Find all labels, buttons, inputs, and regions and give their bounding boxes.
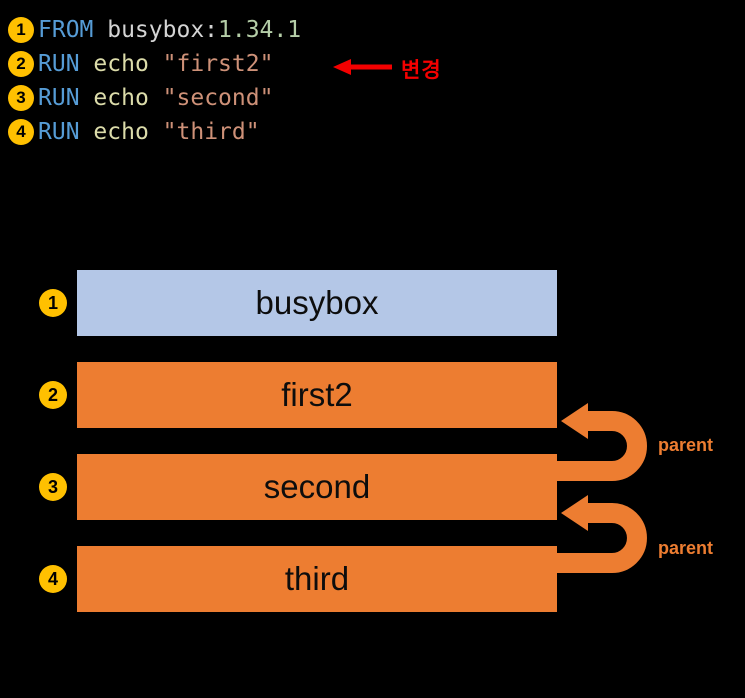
- line-number-badge: 4: [8, 119, 34, 145]
- code-token: "first2": [162, 51, 274, 77]
- code-token: FROM: [38, 17, 94, 43]
- code-text: FROM busybox:1.34.1: [38, 17, 301, 43]
- code-token: 1.34.1: [218, 17, 302, 43]
- code-token: [80, 85, 94, 111]
- code-token: RUN: [38, 85, 80, 111]
- layer-box-label: busybox: [255, 284, 379, 321]
- code-token: "second": [162, 85, 274, 111]
- layer-box-label: third: [284, 560, 350, 597]
- code-token: [149, 85, 163, 111]
- code-text: RUN echo "first2": [38, 51, 273, 77]
- code-token: [80, 119, 94, 145]
- layer-row: 4 third: [0, 546, 745, 612]
- layer-row: 2 first2: [0, 362, 745, 428]
- layer-box-label: second: [263, 468, 371, 505]
- code-token: [149, 119, 163, 145]
- layer-box-first2: first2: [77, 362, 557, 428]
- layer-number-badge: 3: [39, 473, 67, 501]
- code-text: RUN echo "third": [38, 119, 260, 145]
- line-number-badge: 2: [8, 51, 34, 77]
- code-token: [80, 51, 94, 77]
- layer-box-second: second: [77, 454, 557, 520]
- layer-number-badge: 4: [39, 565, 67, 593]
- code-token: echo: [93, 85, 149, 111]
- layer-row: 1 busybox: [0, 270, 745, 336]
- layer-row: 3 second: [0, 454, 745, 520]
- layer-stack: 1 busybox 2 first2 3 second 4 third: [0, 270, 745, 612]
- parent-link-label-1: parent: [658, 435, 714, 455]
- code-token: [149, 51, 163, 77]
- parent-link-label-2: parent: [658, 538, 714, 558]
- layer-box-busybox: busybox: [77, 270, 557, 336]
- layer-number-badge: 1: [39, 289, 67, 317]
- layer-box-third: third: [77, 546, 557, 612]
- change-arrow-icon: [333, 59, 392, 75]
- line-number-badge: 3: [8, 85, 34, 111]
- line-number-badge: 1: [8, 17, 34, 43]
- code-text: RUN echo "second": [38, 85, 273, 111]
- layer-number-badge: 2: [39, 381, 67, 409]
- layer-box-label: first2: [281, 376, 353, 413]
- change-annotation-label: 변경: [401, 59, 442, 82]
- code-token: echo: [93, 119, 149, 145]
- code-token: "third": [162, 119, 260, 145]
- code-token: echo: [93, 51, 149, 77]
- code-token: RUN: [38, 51, 80, 77]
- code-token: busybox:: [93, 17, 219, 43]
- code-token: RUN: [38, 119, 80, 145]
